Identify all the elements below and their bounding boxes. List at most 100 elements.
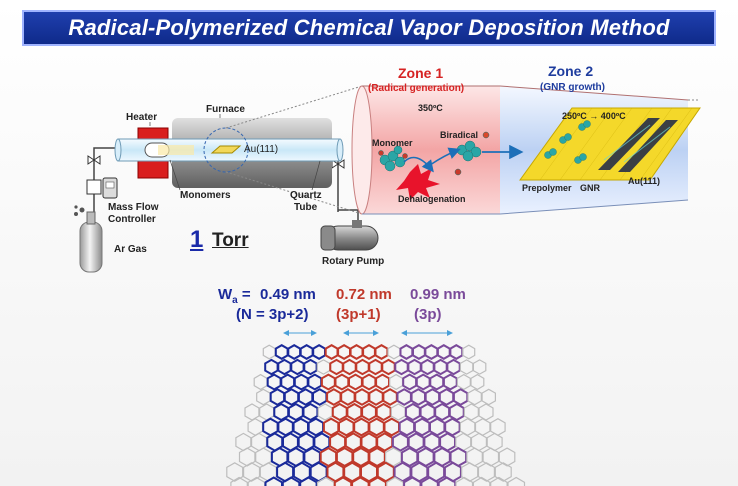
lattice-hexagon	[415, 373, 431, 391]
lattice-hexagon	[235, 432, 252, 452]
lattice-hexagon	[466, 447, 483, 467]
lattice-hexagon	[382, 388, 398, 406]
lattice-hexagon	[449, 344, 464, 360]
lattice-hexagon	[481, 388, 496, 406]
lattice-hexagon	[467, 388, 482, 406]
lattice-hexagon	[498, 447, 516, 467]
lattice-hexagon	[351, 476, 370, 486]
lattice-hexagon	[226, 462, 244, 482]
graphene-lattice	[226, 344, 526, 486]
lattice-hexagon	[360, 432, 378, 452]
page-title: Radical-Polymerized Chemical Vapor Depos…	[68, 15, 670, 40]
lattice-hexagon	[368, 476, 387, 486]
lattice-hexagon	[368, 358, 383, 376]
lattice-hexagon	[312, 388, 328, 406]
gnr-ribbon-icon	[598, 118, 678, 172]
lattice-hexagon	[333, 476, 353, 486]
lattice-hexagon	[338, 417, 355, 437]
lattice-hexagon	[463, 403, 479, 421]
lattice-hexagon	[448, 402, 465, 422]
lattice-hexagon	[383, 417, 400, 437]
prepolymer-label: Prepolymer	[522, 183, 572, 193]
lattice-hexagon	[287, 344, 302, 360]
lattice-hexagon	[299, 344, 314, 360]
lattice-hexagon	[399, 344, 414, 360]
lattice-hexagon	[262, 344, 276, 360]
lattice-hexagon	[299, 476, 318, 486]
ar-gas-cylinder-icon	[74, 205, 103, 273]
lattice-hexagon	[230, 476, 248, 486]
quartz-label-2: Tube	[294, 202, 318, 213]
lattice-hexagon	[290, 358, 305, 376]
ar-gas-label: Ar Gas	[114, 244, 147, 255]
zone2-temp: 250ºC → 400ºC	[562, 111, 626, 121]
lattice-hexagon	[297, 388, 314, 406]
lattice-hexagon	[253, 373, 268, 391]
zone1-title: Zone 1	[398, 65, 444, 81]
lattice-hexagon	[368, 446, 386, 468]
lattice-hexagon	[436, 344, 451, 360]
lattice-hexagon	[442, 373, 458, 391]
lattice-hexagon	[376, 432, 394, 452]
lattice-hexagon	[362, 344, 376, 360]
pressure-value: 1	[190, 226, 204, 253]
lattice-hexagon	[461, 462, 479, 482]
lattice-hexagon	[244, 403, 260, 421]
lattice-hexagon	[303, 358, 318, 376]
lattice-hexagon	[307, 373, 323, 391]
lattice-hexagon	[274, 344, 289, 360]
lattice-hexagon	[490, 476, 508, 486]
lattice-hexagon	[355, 358, 370, 376]
lattice-hexagon	[361, 373, 377, 391]
lattice-hexagon	[470, 432, 487, 452]
lattice-hexagon	[374, 344, 389, 360]
lattice-hexagon	[402, 373, 418, 391]
lattice-hexagon	[342, 358, 357, 376]
lattice-hexagon	[412, 344, 426, 360]
lattice-hexagon	[316, 476, 335, 486]
lattice-hexagon	[247, 476, 266, 486]
lattice-hexagon	[280, 373, 296, 391]
biradical-molecule-icon	[454, 131, 490, 176]
biradical-label: Biradical	[440, 130, 479, 140]
heater-label: Heater	[126, 112, 158, 123]
lattice-hexagon	[331, 402, 348, 422]
pressure-unit: Torr	[212, 230, 249, 251]
lattice-hexagon	[334, 373, 350, 391]
lattice-hexagon	[407, 358, 422, 376]
lattice-hexagon	[349, 344, 364, 360]
lattice-hexagon	[449, 446, 468, 468]
lattice-hexagon	[438, 388, 455, 406]
lattice-hexagon	[312, 344, 326, 360]
lattice-hexagon	[455, 476, 474, 486]
lattice-hexagon	[404, 402, 421, 422]
lattice-hexagon	[238, 447, 256, 467]
lattice-hexagon	[326, 388, 342, 406]
gnr-label: GNR	[580, 183, 600, 193]
lattice-hexagon	[420, 476, 439, 486]
width-red: 0.72 nm	[336, 286, 392, 303]
mass-flow-controller-icon	[86, 177, 118, 199]
zone2-title: Zone 2	[548, 63, 594, 79]
monomers-label: Monomers	[180, 190, 231, 201]
lattice-hexagon	[456, 373, 471, 391]
lattice-hexagon	[439, 432, 456, 452]
lattice-hexagon	[293, 373, 309, 391]
lattice-hexagon	[482, 447, 500, 467]
zone1-subtitle: (Radical generation)	[368, 83, 465, 94]
au-label: Au(111)	[244, 144, 279, 155]
lattice-hexagon	[424, 344, 439, 360]
width-purple: 0.99 nm	[410, 286, 466, 303]
lattice-hexagon	[398, 417, 416, 437]
lattice-hexagon	[443, 461, 462, 483]
lattice-hexagon	[420, 358, 435, 376]
lattice-hexagon	[490, 418, 506, 436]
quartz-label-1: Quartz	[290, 190, 322, 201]
lattice-hexagon	[277, 358, 292, 376]
lattice-hexagon	[486, 432, 503, 452]
lattice-hexagon	[478, 403, 494, 421]
lattice-hexagon	[459, 418, 476, 436]
lattice-hexagon	[283, 388, 300, 406]
lattice-hexagon	[472, 476, 491, 486]
n-red: (3p+1)	[336, 306, 381, 323]
